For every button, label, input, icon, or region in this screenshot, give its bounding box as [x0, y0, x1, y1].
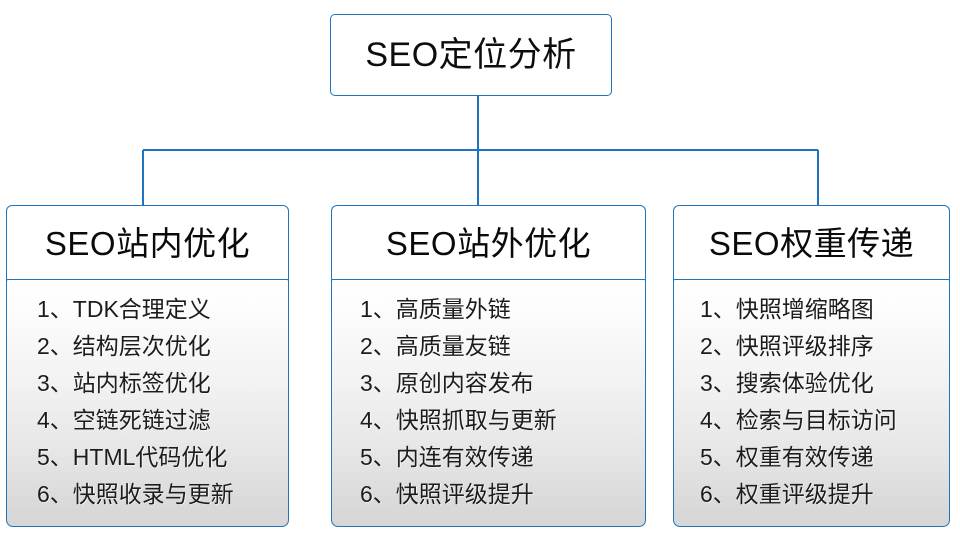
list-item: 6、权重评级提升 — [700, 481, 874, 508]
list-item: 3、原创内容发布 — [360, 370, 534, 397]
list-item: 6、快照收录与更新 — [37, 481, 234, 508]
branch-list-on-site: 1、TDK合理定义 2、结构层次优化 3、站内标签优化 4、空链死链过滤 5、H… — [6, 279, 289, 528]
list-item: 6、快照评级提升 — [360, 481, 534, 508]
branch-header-off-site[interactable]: SEO站外优化 — [331, 205, 646, 281]
list-item: 3、搜索体验优化 — [700, 370, 874, 397]
branch-list-off-site: 1、高质量外链 2、高质量友链 3、原创内容发布 4、快照抓取与更新 5、内连有… — [331, 279, 646, 528]
list-item: 3、站内标签优化 — [37, 370, 211, 397]
list-item: 5、内连有效传递 — [360, 444, 534, 471]
list-item: 2、高质量友链 — [360, 333, 511, 360]
root-node[interactable]: SEO定位分析 — [330, 14, 612, 96]
list-item: 1、快照增缩略图 — [700, 296, 874, 323]
branch-header-label: SEO权重传递 — [708, 224, 915, 262]
branch-header-weight-transfer[interactable]: SEO权重传递 — [673, 205, 950, 281]
list-item: 4、空链死链过滤 — [37, 407, 211, 434]
branch-header-label: SEO站外优化 — [385, 224, 592, 262]
branch-column-weight-transfer: SEO权重传递 1、快照增缩略图 2、快照评级排序 3、搜索体验优化 4、检索与… — [673, 205, 950, 528]
list-item: 2、快照评级排序 — [700, 333, 874, 360]
list-item: 4、快照抓取与更新 — [360, 407, 557, 434]
list-item: 2、结构层次优化 — [37, 333, 211, 360]
branch-column-on-site: SEO站内优化 1、TDK合理定义 2、结构层次优化 3、站内标签优化 4、空链… — [6, 205, 289, 528]
list-item: 5、HTML代码优化 — [37, 444, 228, 471]
branch-header-on-site[interactable]: SEO站内优化 — [6, 205, 289, 281]
list-item: 1、TDK合理定义 — [37, 296, 211, 323]
list-item: 5、权重有效传递 — [700, 444, 874, 471]
list-item: 1、高质量外链 — [360, 296, 511, 323]
list-item: 4、检索与目标访问 — [700, 407, 897, 434]
branch-header-label: SEO站内优化 — [44, 224, 251, 262]
branch-list-weight-transfer: 1、快照增缩略图 2、快照评级排序 3、搜索体验优化 4、检索与目标访问 5、权… — [673, 279, 950, 528]
root-node-label: SEO定位分析 — [365, 36, 577, 74]
branch-column-off-site: SEO站外优化 1、高质量外链 2、高质量友链 3、原创内容发布 4、快照抓取与… — [331, 205, 646, 528]
